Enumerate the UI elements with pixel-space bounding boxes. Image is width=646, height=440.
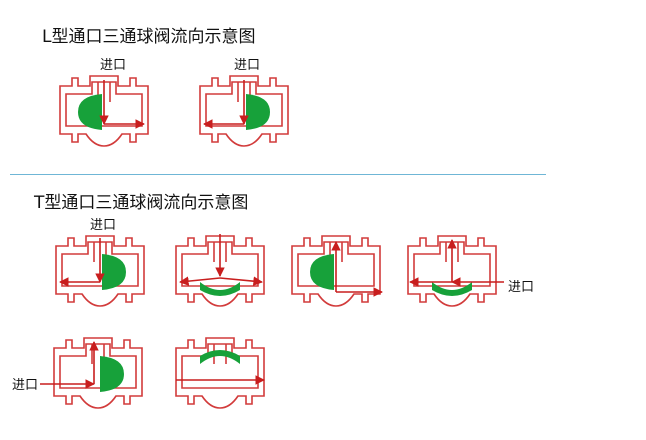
valve-ball: [200, 282, 240, 296]
inlet-label: 进口: [90, 218, 117, 233]
valve-ball: [310, 254, 334, 290]
section-divider: [10, 174, 546, 175]
valve-ball: [246, 94, 270, 130]
valve-ball: [200, 350, 240, 364]
inlet-label: 进口: [234, 58, 261, 73]
valve-ball: [432, 282, 472, 296]
flow-arrow: [179, 276, 221, 286]
inlet-label: 进口: [12, 378, 39, 393]
inlet-label: 进口: [100, 58, 127, 73]
valve-ball: [100, 356, 124, 392]
t-valve-2: [175, 234, 265, 307]
t-type-title: T型通口三通球阀流向示意图: [34, 193, 249, 213]
l-valve-1: [59, 75, 149, 147]
valve-ball: [102, 254, 126, 290]
flow-arrow: [219, 276, 263, 286]
inlet-label: 进口: [508, 280, 535, 295]
l-valve-2: [199, 75, 289, 147]
t-valve-3: [291, 235, 383, 307]
t-valve-4: [407, 235, 504, 307]
l-type-title: L型通口三通球阀流向示意图: [42, 27, 256, 47]
valve-ball: [78, 94, 102, 130]
t-valve-1: [55, 235, 145, 307]
t-valve-6: [175, 337, 265, 409]
t-valve-5: [40, 337, 143, 409]
